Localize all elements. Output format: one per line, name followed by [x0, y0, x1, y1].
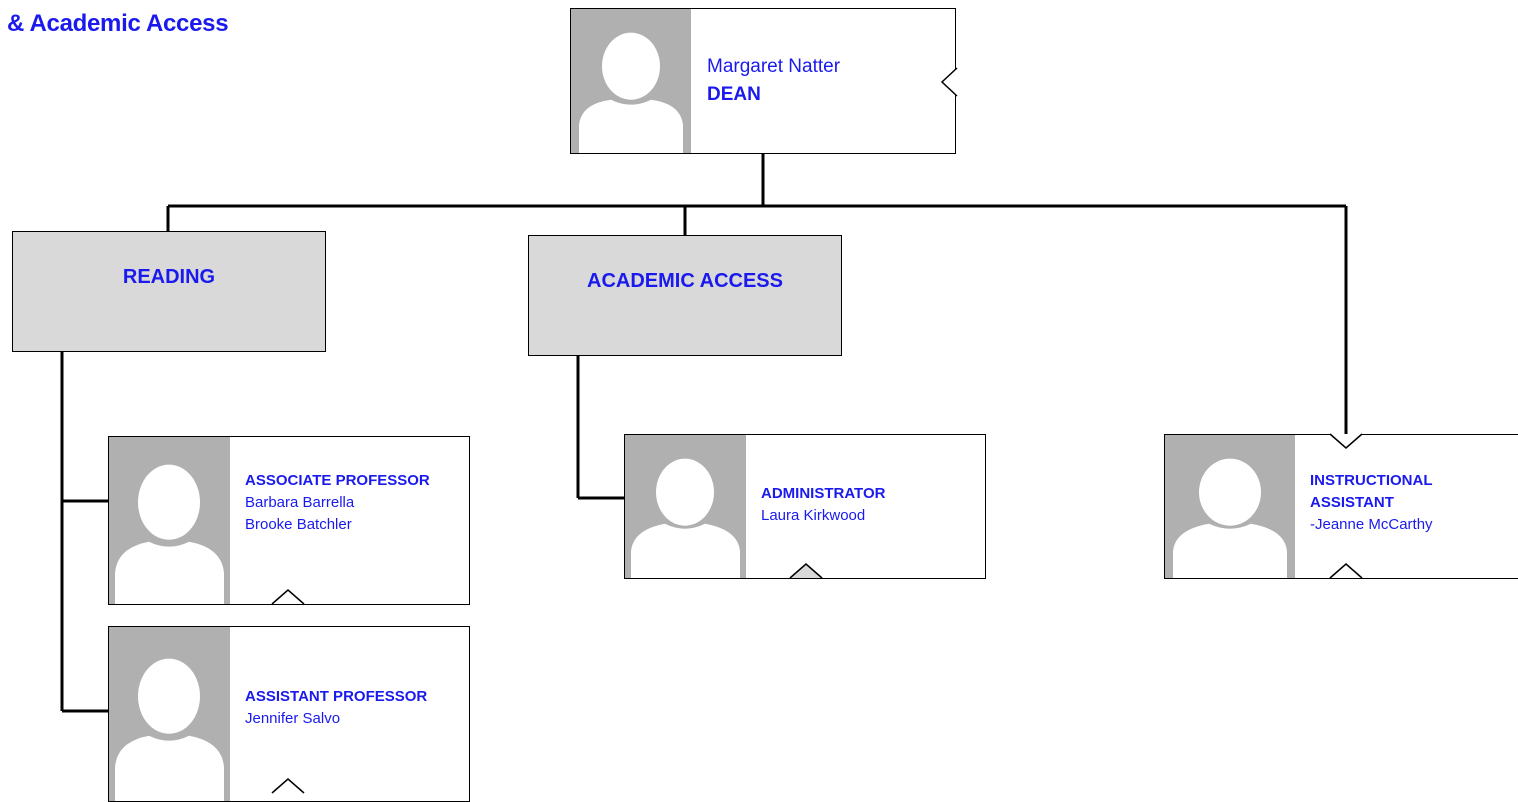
collapse-toggle-icon[interactable]	[1328, 562, 1364, 580]
position-role: ASSOCIATE PROFESSOR	[245, 472, 430, 489]
collapse-toggle-icon[interactable]	[270, 588, 306, 606]
avatar	[1165, 435, 1295, 578]
person-silhouette-icon	[115, 658, 224, 801]
position-role: ASSISTANT	[1310, 494, 1394, 511]
page-title: & Academic Access	[7, 10, 229, 37]
dean-role: DEAN	[707, 84, 761, 105]
dean-name: Margaret Natter	[707, 56, 841, 77]
expand-toggle-icon[interactable]	[1328, 432, 1364, 450]
assistant-professor-card: ASSISTANT PROFESSOR Jennifer Salvo	[108, 626, 470, 802]
person-silhouette-icon	[631, 458, 740, 578]
person-name: Jennifer Salvo	[245, 710, 341, 727]
person-name: Barbara Barrella	[245, 494, 355, 511]
instructional-assistant-card: INSTRUCTIONAL ASSISTANT -Jeanne McCarthy	[1164, 434, 1518, 579]
dept-reading: READING	[12, 231, 326, 352]
person-silhouette-icon	[579, 32, 683, 153]
dept-academic-access: ACADEMIC ACCESS	[528, 235, 842, 356]
person-name: Laura Kirkwood	[761, 507, 866, 524]
avatar	[625, 435, 746, 578]
avatar	[109, 437, 230, 604]
dept-academic-access-label: ACADEMIC ACCESS	[587, 270, 783, 292]
administrator-card: ADMINISTRATOR Laura Kirkwood	[624, 434, 986, 579]
dean-card: Margaret Natter DEAN	[570, 8, 956, 154]
collapse-toggle-icon[interactable]	[270, 777, 306, 795]
avatar	[109, 627, 230, 801]
avatar	[571, 9, 691, 153]
person-silhouette-icon	[1173, 458, 1287, 578]
person-name: -Jeanne McCarthy	[1310, 516, 1433, 533]
associate-professor-card: ASSOCIATE PROFESSOR Barbara Barrella Bro…	[108, 436, 470, 605]
position-role: ASSISTANT PROFESSOR	[245, 688, 428, 705]
position-role: ADMINISTRATOR	[761, 485, 886, 502]
collapse-toggle-icon[interactable]	[940, 66, 960, 98]
dept-reading-label: READING	[122, 266, 216, 288]
collapse-toggle-icon[interactable]	[788, 562, 824, 580]
person-name: Brooke Batchler	[245, 516, 352, 533]
person-silhouette-icon	[115, 464, 224, 604]
position-role: INSTRUCTIONAL	[1310, 472, 1433, 489]
